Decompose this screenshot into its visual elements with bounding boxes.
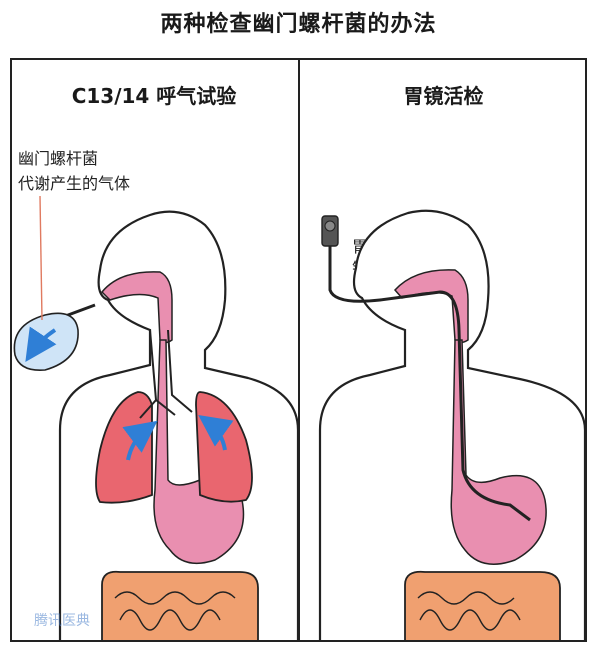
gas-note-line2: 代谢产生的气体 [18,174,131,193]
panel-divider [298,58,300,642]
left-nasal-cavity [100,271,173,344]
gas-note-line1: 幽门螺杆菌 [18,149,99,168]
left-breath-arrow-1 [122,420,158,461]
breath-bag [13,312,79,372]
gastroscope-tube [328,246,531,522]
right-intestine-coils [417,591,521,631]
left-breath-arrow-2 [198,415,234,451]
right-esophagus [450,339,547,565]
left-esophagus [153,339,245,565]
right-intestine [404,570,561,640]
watermark: 腾讯医典 [34,613,90,629]
diagram-title: 两种检查幽门螺杆菌的办法 [160,12,437,37]
left-body [13,195,300,640]
gas-note-callout [39,195,43,321]
left-intestine-coils [114,591,236,631]
left-intestine [101,570,259,640]
gastroscopy-title: 胃镜活检 [403,84,484,108]
gas-note: 幽门螺杆菌 代谢产生的气体 [18,146,130,196]
left-trachea [139,329,193,419]
breath-test-title: C13/14 呼气试验 [71,84,237,108]
gastroscope-eyepiece [324,220,336,232]
right-body [318,209,587,640]
breath-bag-arrow [25,326,57,362]
